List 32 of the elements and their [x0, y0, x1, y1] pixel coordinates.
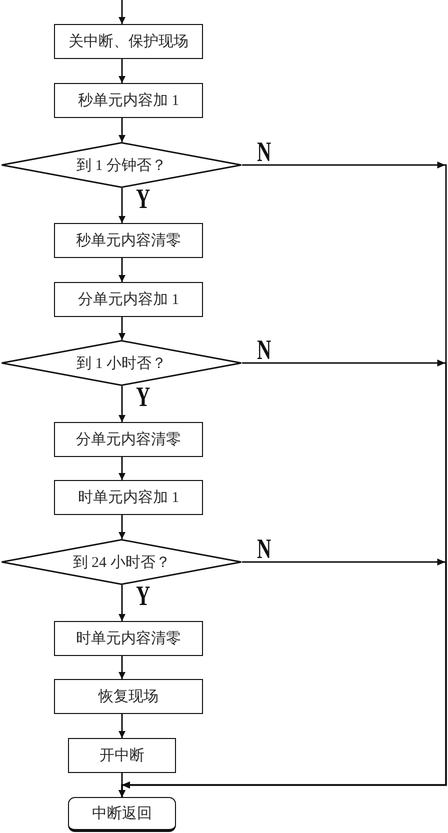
- arrow: [118, 118, 126, 142]
- arrow: [118, 317, 126, 340]
- arrow: [118, 59, 126, 83]
- edge-label: Y: [136, 190, 150, 210]
- arrow: [118, 258, 126, 282]
- decision-diamond: 到 1 小时否？: [1, 340, 242, 386]
- process-box: 秒单元内容加 1: [54, 83, 203, 118]
- process-box: 分单元内容加 1: [54, 282, 203, 317]
- arrow: [118, 656, 126, 679]
- edge-label: N: [257, 540, 272, 560]
- process-box: 开中断: [68, 738, 176, 773]
- arrow: [118, 457, 126, 480]
- process-box: 时单元内容清零: [54, 621, 203, 656]
- arrow: [118, 585, 126, 621]
- arrow: [118, 386, 126, 422]
- decision-diamond: 到 24 小时否？: [1, 539, 242, 585]
- edge-label: Y: [136, 388, 150, 408]
- process-box: 时单元内容加 1: [54, 480, 203, 515]
- edge-label: Y: [136, 587, 150, 607]
- process-box: 关中断、保护现场: [54, 24, 203, 59]
- edge-label: N: [257, 341, 272, 361]
- process-box: 恢复现场: [54, 679, 203, 714]
- arrow: [118, 558, 447, 797]
- edge-label: N: [257, 143, 272, 163]
- process-box: 分单元内容清零: [54, 422, 203, 457]
- arrow: [118, 188, 126, 223]
- arrow: [118, 714, 126, 738]
- arrow: [118, 0, 126, 24]
- decision-diamond: 到 1 分钟否？: [1, 142, 242, 188]
- arrow: [118, 515, 126, 539]
- process-box: 秒单元内容清零: [54, 223, 203, 258]
- terminal-box: 中断返回: [68, 797, 176, 832]
